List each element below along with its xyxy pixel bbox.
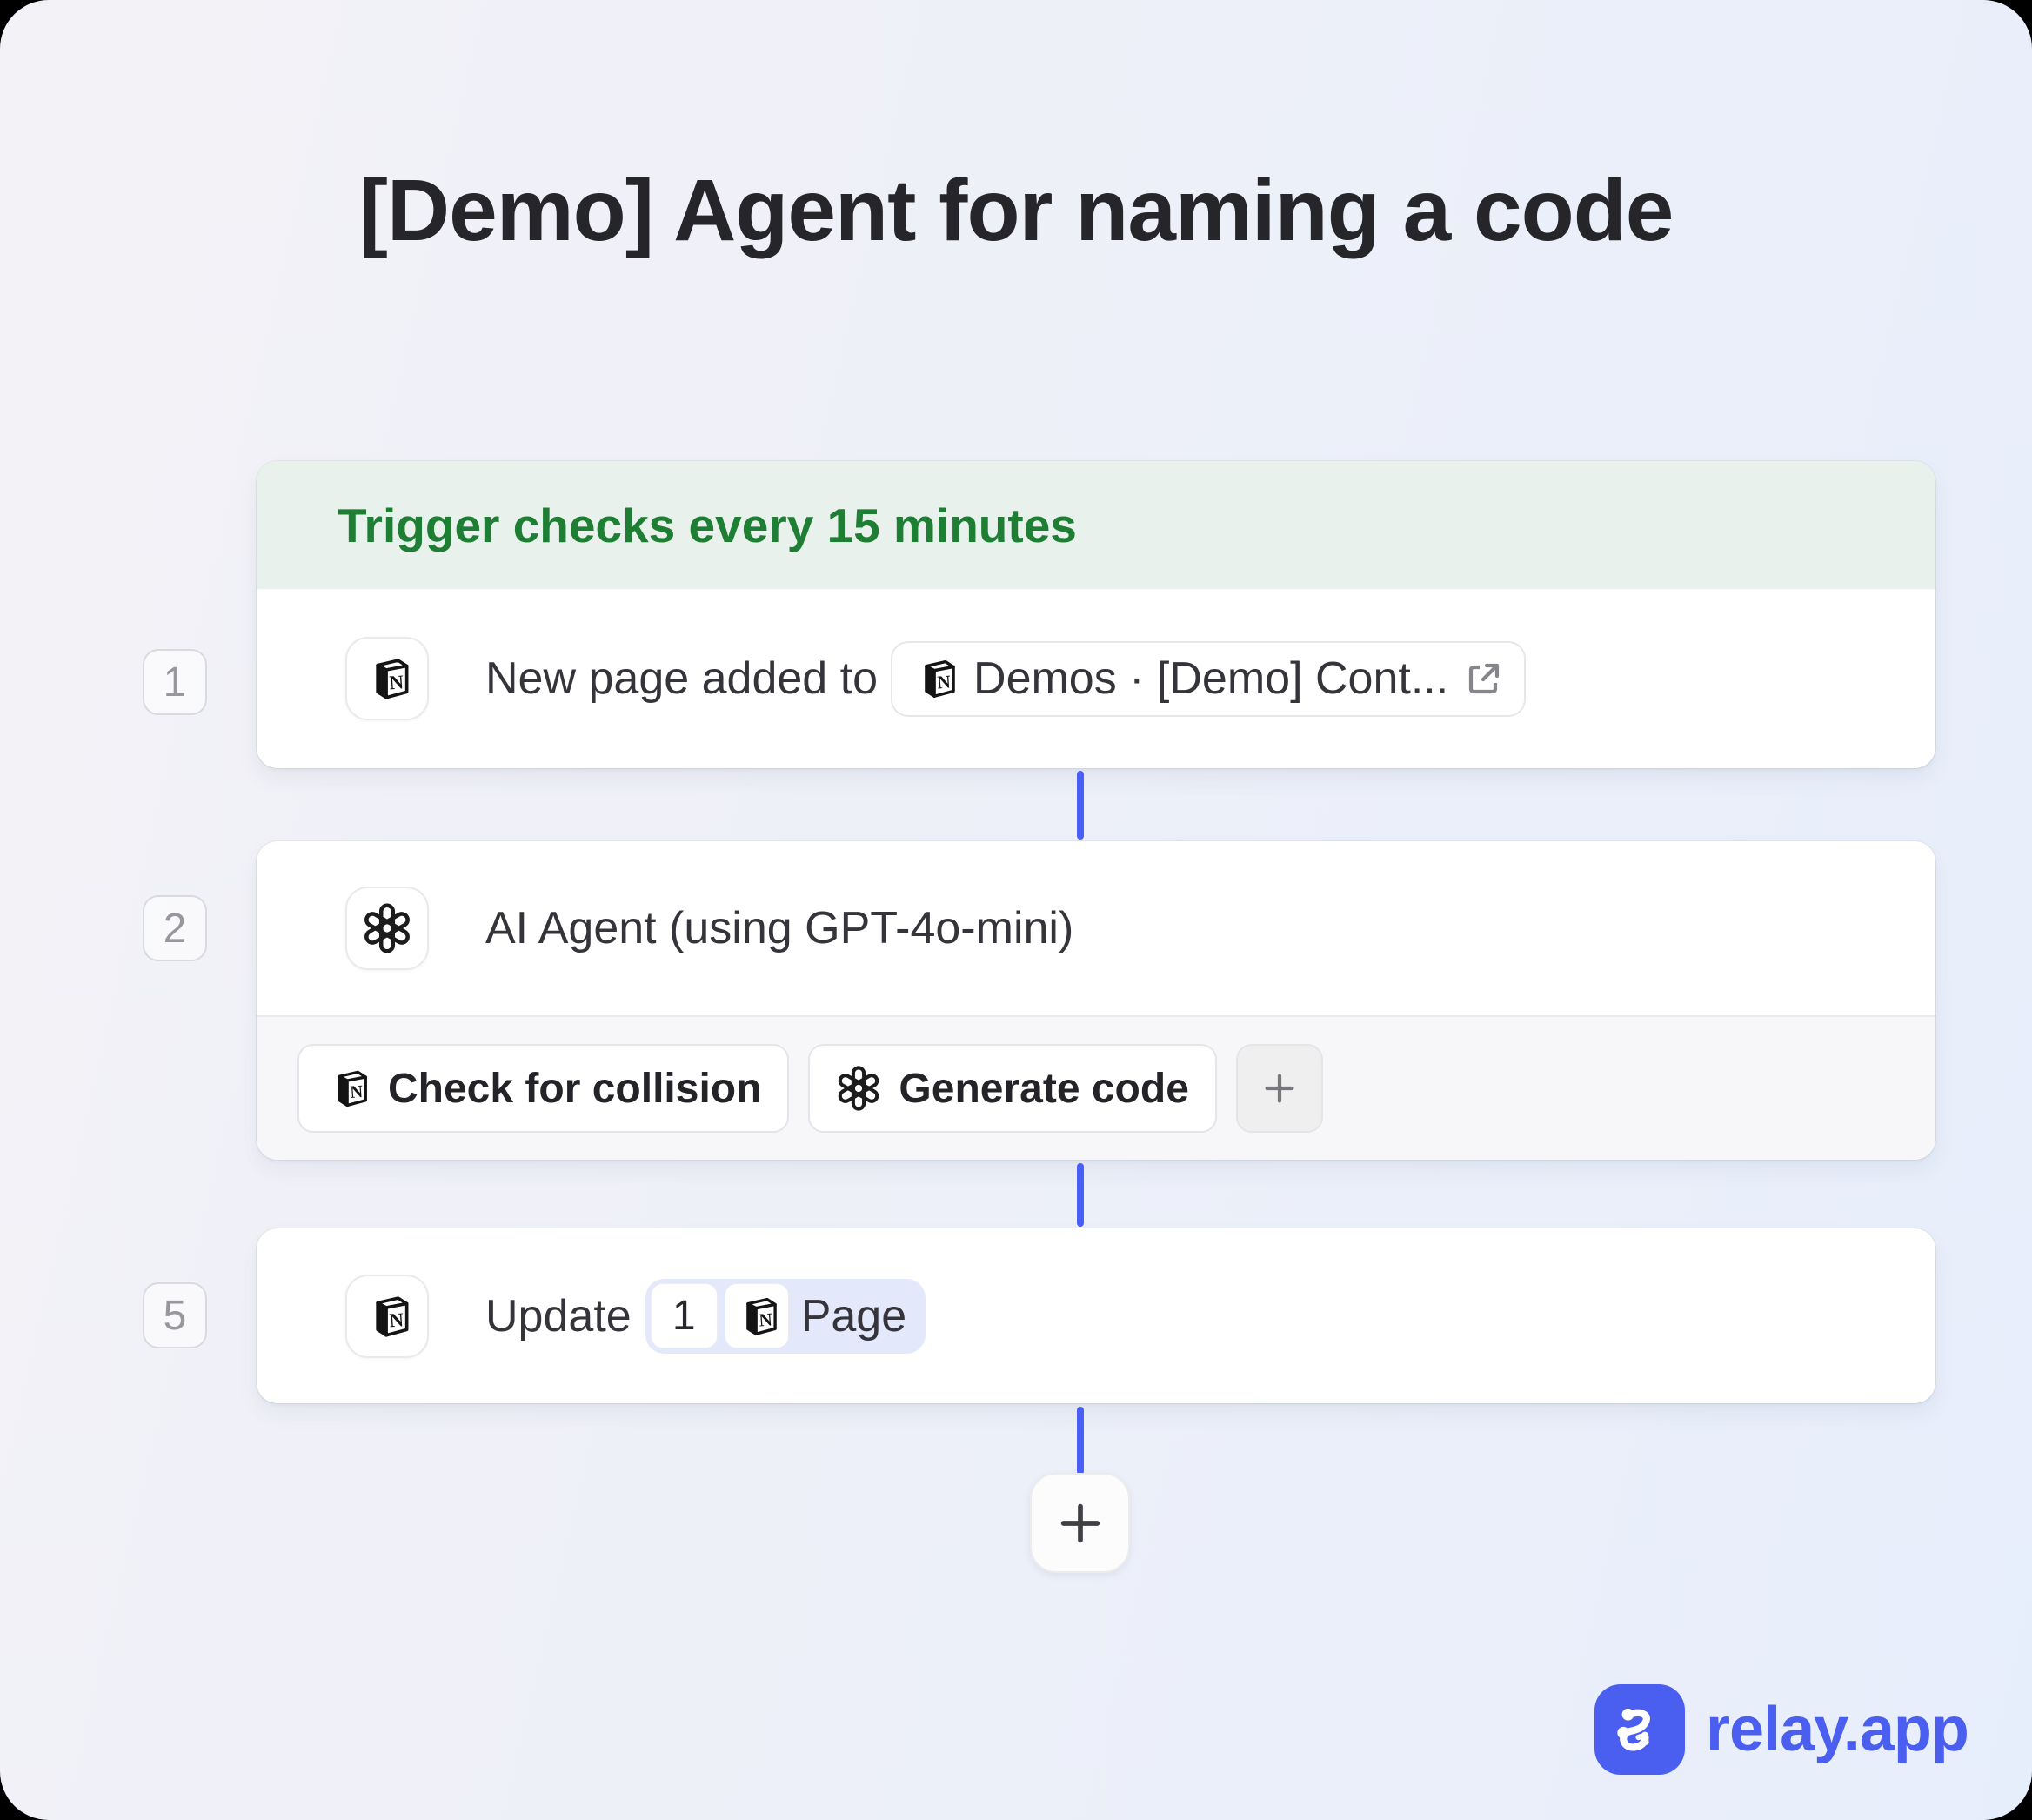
- ai-agent-step-card[interactable]: AI Agent (using GPT-4o-mini) Check for c…: [257, 841, 1935, 1160]
- trigger-target-chip[interactable]: Demos · [Demo] Cont...: [891, 640, 1527, 717]
- relay-wordmark: relay.app: [1706, 1695, 1969, 1764]
- notion-page-icon-box: [724, 1283, 789, 1348]
- step-number-badge-2: 2: [143, 895, 207, 961]
- openai-icon: [362, 903, 412, 953]
- page-count-box[interactable]: 1: [650, 1283, 718, 1348]
- connector-line-3: [1077, 1407, 1084, 1475]
- ai-agent-step-title: AI Agent (using GPT-4o-mini): [485, 903, 1074, 953]
- plus-icon: [1053, 1496, 1107, 1550]
- ai-agent-step-row: AI Agent (using GPT-4o-mini): [257, 841, 1935, 1015]
- update-target-pill[interactable]: 1 Page: [645, 1278, 926, 1354]
- connector-line-2: [1077, 1163, 1084, 1227]
- openai-app-icon: [345, 887, 429, 970]
- notion-icon: [362, 653, 412, 704]
- plus-icon: [1260, 1068, 1300, 1108]
- step-number-badge-1: 1: [143, 649, 207, 715]
- openai-icon: [836, 1066, 881, 1111]
- trigger-step-row: New page added to Demos · [Demo] Cont...: [257, 589, 1935, 768]
- notion-app-icon: [345, 637, 429, 720]
- notion-icon: [912, 655, 959, 702]
- step-number-badge-5: 5: [143, 1282, 207, 1348]
- update-step-text: Update: [485, 1290, 632, 1342]
- connector-line-1: [1077, 771, 1084, 840]
- page-title: [Demo] Agent for naming a code: [358, 162, 1674, 259]
- trigger-target-label: Demos · [Demo] Cont...: [973, 653, 1449, 704]
- add-tool-button[interactable]: [1235, 1044, 1323, 1133]
- notion-icon: [325, 1066, 371, 1111]
- agent-tools-row: Check for collision Generate code: [257, 1015, 1935, 1160]
- update-step-row: Update 1 Page: [257, 1228, 1935, 1403]
- page-pill-label: Page: [800, 1290, 907, 1342]
- notion-app-icon: [345, 1274, 429, 1358]
- notion-icon: [362, 1291, 412, 1342]
- trigger-step-card[interactable]: Trigger checks every 15 minutes New page…: [257, 461, 1935, 768]
- update-page-step-card[interactable]: Update 1 Page: [257, 1228, 1935, 1403]
- add-step-button[interactable]: [1030, 1473, 1130, 1573]
- relay-logo-icon: [1594, 1684, 1685, 1775]
- trigger-schedule-text: Trigger checks every 15 minutes: [338, 498, 1077, 552]
- tool-chip-generate-code[interactable]: Generate code: [808, 1044, 1217, 1133]
- tool-chip-check-for-collision[interactable]: Check for collision: [297, 1044, 790, 1133]
- trigger-schedule-banner: Trigger checks every 15 minutes: [257, 461, 1935, 589]
- trigger-step-text: New page added to: [485, 653, 879, 704]
- notion-icon: [733, 1293, 780, 1340]
- relay-app-branding: relay.app: [1594, 1684, 1969, 1775]
- external-link-icon[interactable]: [1463, 658, 1505, 699]
